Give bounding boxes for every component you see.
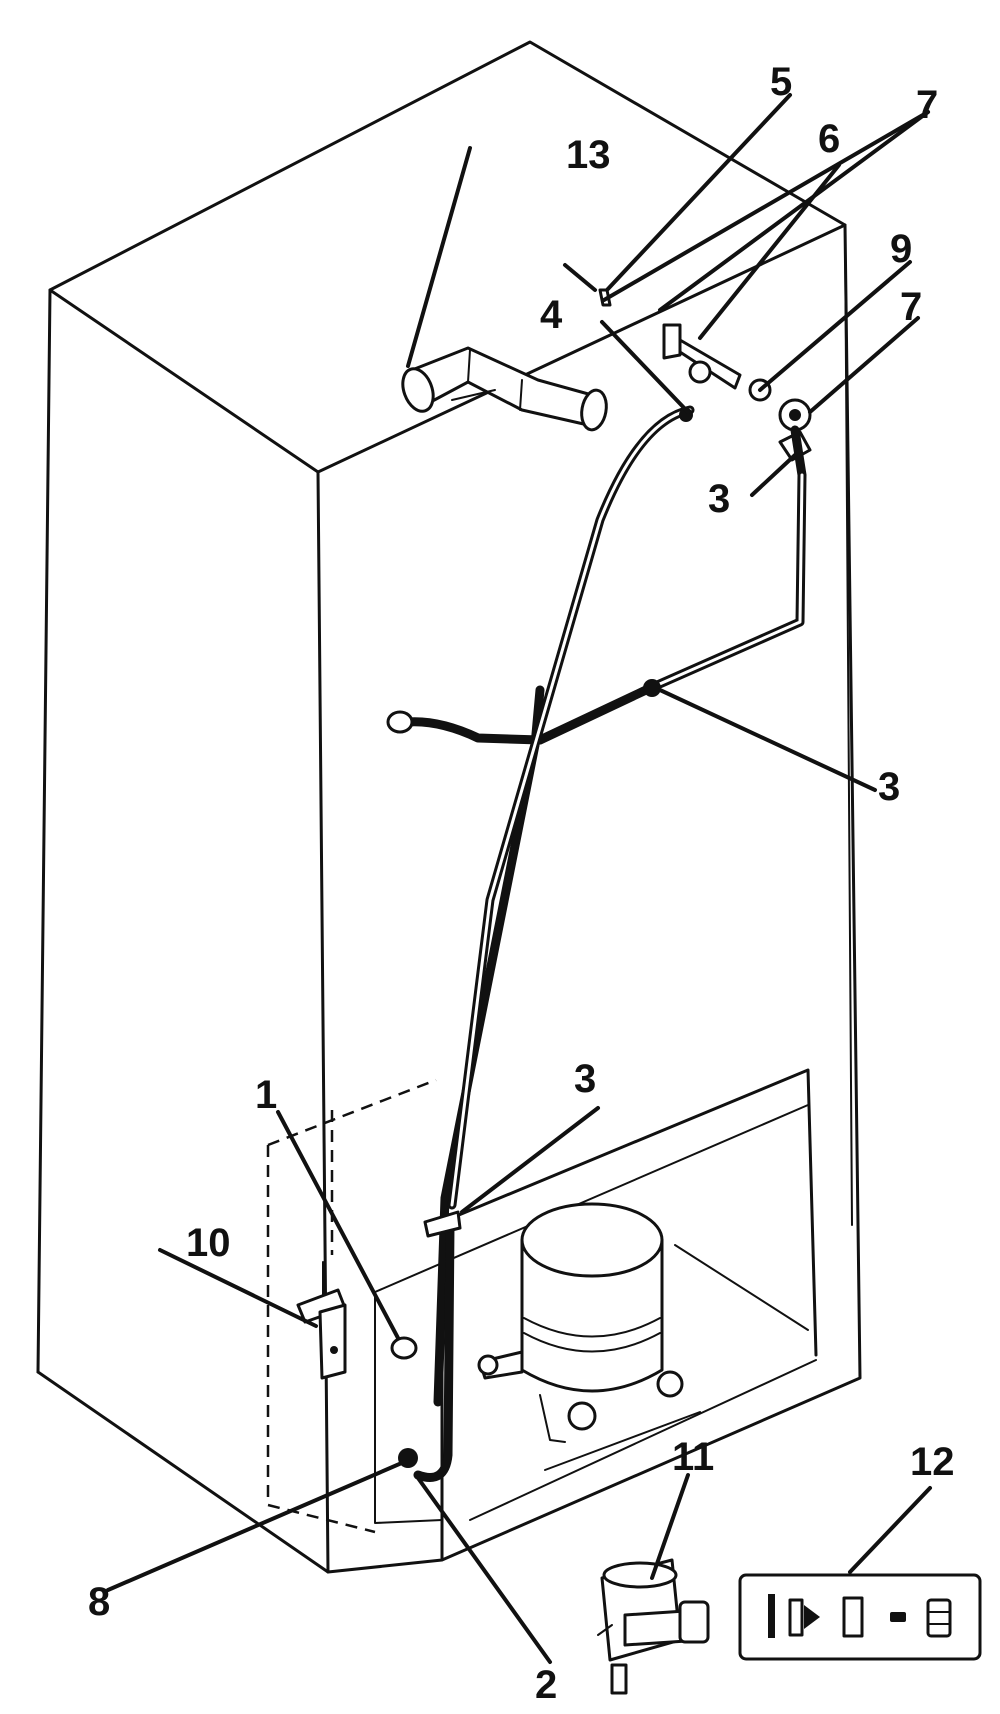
callout-7-lower: 7 <box>900 285 922 329</box>
callout-3-bottom: 3 <box>574 1057 596 1101</box>
bracket <box>296 1261 347 1380</box>
callout-9: 9 <box>890 227 912 271</box>
callouts: 5 6 7 9 7 4 13 3 3 3 1 10 8 2 11 12 <box>88 60 955 1707</box>
callout-12: 12 <box>910 1440 955 1484</box>
callout-3-middle: 3 <box>878 765 900 809</box>
callout-13: 13 <box>566 133 611 177</box>
water-valve <box>597 1558 710 1695</box>
compressor <box>477 1202 701 1471</box>
callout-7-upper: 7 <box>916 83 938 127</box>
callout-4: 4 <box>540 293 563 337</box>
cabinet <box>36 40 862 1574</box>
callout-1: 1 <box>255 1073 277 1117</box>
control-panel <box>738 1573 982 1661</box>
callout-8: 8 <box>88 1580 110 1624</box>
callout-11: 11 <box>672 1435 714 1479</box>
water-tubing <box>386 405 807 1482</box>
callout-3-top: 3 <box>708 477 730 521</box>
callout-6: 6 <box>818 117 840 161</box>
leader-lines <box>106 93 932 1664</box>
callout-2: 2 <box>535 1663 557 1707</box>
callout-5: 5 <box>770 60 792 104</box>
drain-fitting <box>401 346 608 432</box>
callout-10: 10 <box>186 1221 231 1265</box>
